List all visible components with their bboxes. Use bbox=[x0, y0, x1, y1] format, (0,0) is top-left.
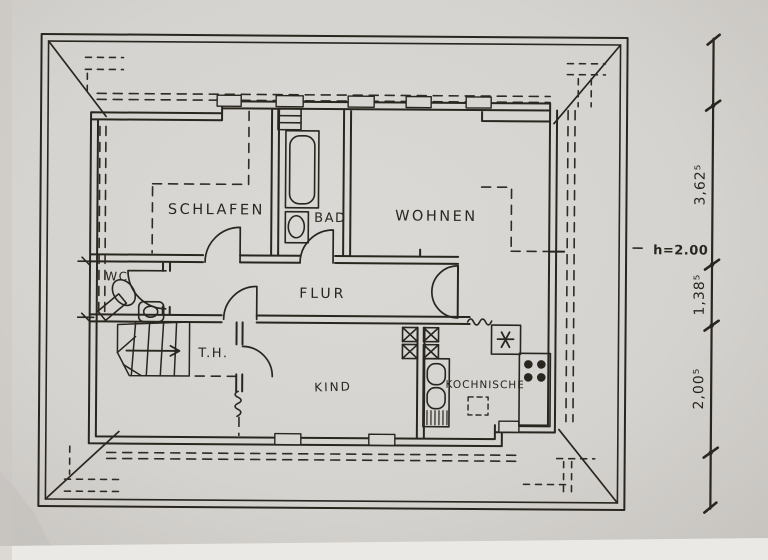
room-label-bad: BAD bbox=[314, 211, 346, 226]
kitchen-dashed-box bbox=[467, 396, 489, 416]
chimney-icon bbox=[277, 107, 302, 131]
window-south-kitchen bbox=[498, 420, 520, 434]
photo-shadow-left bbox=[0, 0, 12, 560]
window-south-2 bbox=[368, 433, 396, 447]
window-north-5 bbox=[465, 96, 492, 109]
roof-outline bbox=[37, 32, 629, 512]
dimension-line bbox=[709, 37, 715, 510]
wall-break-symbols bbox=[234, 318, 493, 418]
dimension-label-1: 3,62⁵ bbox=[692, 164, 708, 206]
height-annotation: h=2.00 bbox=[653, 243, 708, 258]
dimension-label-3: 2,00⁵ bbox=[691, 368, 707, 410]
dimension-chain: 3,62⁵ 1,38⁵ 2,00⁵ bbox=[691, 33, 722, 514]
room-label-wohnen: WOHNEN bbox=[395, 208, 478, 225]
wc-basin-icon bbox=[137, 300, 165, 323]
room-label-wc: WC bbox=[105, 269, 128, 283]
stair-direction-arrow-icon bbox=[125, 344, 181, 357]
toilet-cistern-icon bbox=[97, 293, 128, 322]
kitchen-sink-icon bbox=[422, 357, 451, 428]
room-label-kind: KIND bbox=[314, 379, 352, 394]
corner-dashed-marks bbox=[63, 56, 607, 495]
room-label-treppenhaus: T.H. bbox=[197, 346, 228, 361]
west-wall-dimension-ticks bbox=[76, 256, 95, 323]
stove-icon bbox=[518, 352, 552, 428]
kitchen-fixtures bbox=[401, 324, 552, 428]
room-label-schlafen: SCHLAFEN bbox=[168, 202, 265, 219]
duct-shafts-icon bbox=[401, 326, 440, 360]
wc-fixtures bbox=[97, 278, 165, 323]
bathroom-fixtures bbox=[277, 107, 320, 244]
window-south-1 bbox=[274, 432, 302, 446]
window-north-1 bbox=[216, 94, 242, 108]
room-label-kochnische: KOCHNISCHE bbox=[446, 379, 525, 392]
photo-shadow-corner bbox=[0, 470, 58, 560]
bathtub-icon bbox=[284, 129, 320, 209]
boiler-icon bbox=[490, 324, 522, 356]
asterisk-symbol bbox=[496, 331, 515, 349]
window-north-3 bbox=[347, 95, 375, 108]
room-label-flur: FLUR bbox=[299, 286, 346, 302]
washbasin-icon bbox=[284, 210, 310, 244]
door-arcs bbox=[127, 226, 459, 378]
windows bbox=[216, 94, 520, 447]
window-north-2 bbox=[275, 94, 304, 108]
toilet-bowl-icon bbox=[111, 278, 137, 307]
roof-hip-lines bbox=[44, 40, 622, 504]
staircase-symbol bbox=[116, 321, 191, 377]
dimension-label-2: 1,38⁵ bbox=[692, 274, 708, 316]
window-north-4 bbox=[405, 95, 432, 109]
dimension-tick-dots bbox=[708, 103, 716, 455]
paper-edge-strip bbox=[0, 538, 768, 560]
